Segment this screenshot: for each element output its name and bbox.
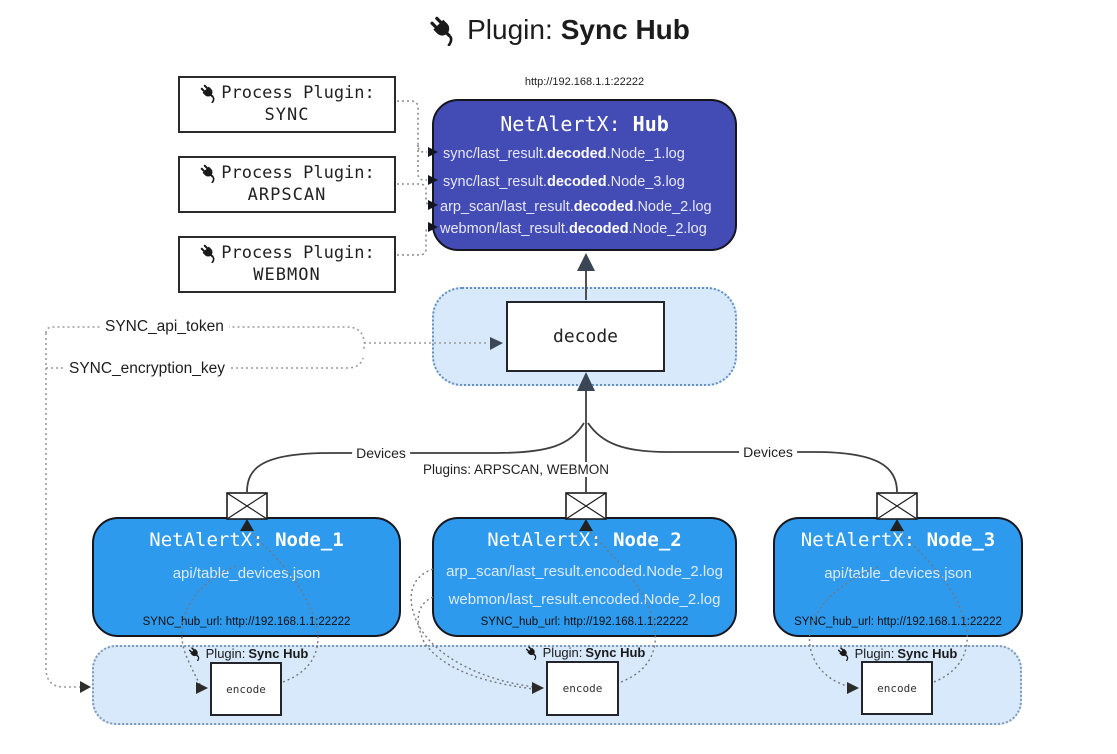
sync-api-token-label: SYNC_api_token — [100, 318, 229, 336]
hub-input-arrowhead — [577, 253, 595, 271]
process-plugin-name: WEBMON — [253, 265, 321, 285]
hub-log-line: sync/last_result.decoded.Node_3.log — [443, 174, 685, 190]
hub-log-line: webmon/last_result.decoded.Node_2.log — [440, 221, 707, 237]
sync-encryption-key-label: SYNC_encryption_key — [64, 360, 230, 378]
node-file: api/table_devices.json — [824, 565, 972, 582]
node-file: webmon/last_result.encoded.Node_2.log — [448, 591, 721, 608]
node-title: NetAlertX: Node_1 — [149, 529, 344, 551]
node2-box: NetAlertX: Node_2 arp_scan/last_result.e… — [432, 517, 737, 637]
node-hub-url: SYNC_hub_url: http://192.168.1.1:22222 — [142, 616, 351, 628]
edge-label-devices-left: Devices — [352, 445, 410, 461]
hub-box: NetAlertX: Hub sync/last_result.decoded.… — [432, 99, 737, 251]
process-plugin-label: Process Plugin: — [221, 163, 375, 183]
node-title: NetAlertX: Node_3 — [800, 529, 996, 551]
encode-box-3: encode — [861, 661, 933, 715]
node-file: api/table_devices.json — [172, 565, 321, 582]
process-plugin-box-webmon: Process Plugin: WEBMON — [178, 236, 396, 293]
encoder-label-3: Plugin: Sync Hub — [837, 646, 957, 661]
node-title: NetAlertX: Node_2 — [487, 529, 682, 551]
title-name: Sync Hub — [560, 14, 690, 45]
process-plugin-label: Process Plugin: — [221, 83, 375, 103]
process-plugin-name: ARPSCAN — [247, 185, 327, 205]
hub-title-name: Hub — [632, 112, 669, 136]
hub-log-line: sync/last_result.decoded.Node_1.log — [443, 146, 685, 162]
process-plugin-label: Process Plugin: — [221, 243, 375, 263]
plug-icon — [188, 646, 203, 661]
node-hub-url: SYNC_hub_url: http://192.168.1.1:22222 — [794, 616, 1002, 628]
title-label: Plugin: — [467, 14, 553, 45]
node-hub-url: SYNC_hub_url: http://192.168.1.1:22222 — [480, 616, 689, 628]
encode-box-2: encode — [546, 661, 619, 716]
process-plugin-box-arpscan: Process Plugin: ARPSCAN — [178, 156, 396, 213]
node1-box: NetAlertX: Node_1 api/table_devices.json… — [92, 517, 401, 637]
plug-icon — [199, 163, 219, 183]
plug-icon — [427, 14, 459, 46]
encode-box-1: encode — [210, 662, 282, 716]
plug-icon — [199, 243, 219, 263]
settings-to-band-arrowhead — [80, 681, 91, 693]
encoder-label-2: Plugin: Sync Hub — [525, 645, 645, 660]
process-plugin-name: SYNC — [264, 105, 310, 125]
plug-icon — [525, 645, 540, 660]
plugin-to-hub-dotted-connectors — [397, 100, 431, 256]
decode-box: decode — [506, 301, 665, 372]
process-plugin-box-sync: Process Plugin: SYNC — [178, 76, 396, 133]
edge-label-devices-right: Devices — [739, 444, 797, 460]
hub-title-prefix: NetAlertX: — [500, 112, 621, 136]
node3-box: NetAlertX: Node_3 api/table_devices.json… — [773, 517, 1023, 637]
hub-url-label: http://192.168.1.1:22222 — [524, 76, 645, 88]
plug-icon — [199, 83, 219, 103]
node-file: arp_scan/last_result.encoded.Node_2.log — [446, 563, 723, 580]
encoder-label-1: Plugin: Sync Hub — [188, 646, 308, 661]
plug-icon — [837, 646, 852, 661]
edge-label-plugins: Plugins: ARPSCAN, WEBMON — [418, 462, 614, 477]
diagram-title: Plugin: Sync Hub — [427, 14, 690, 46]
hub-log-line: arp_scan/last_result.decoded.Node_2.log — [440, 199, 712, 215]
hub-title: NetAlertX: Hub — [434, 112, 735, 136]
